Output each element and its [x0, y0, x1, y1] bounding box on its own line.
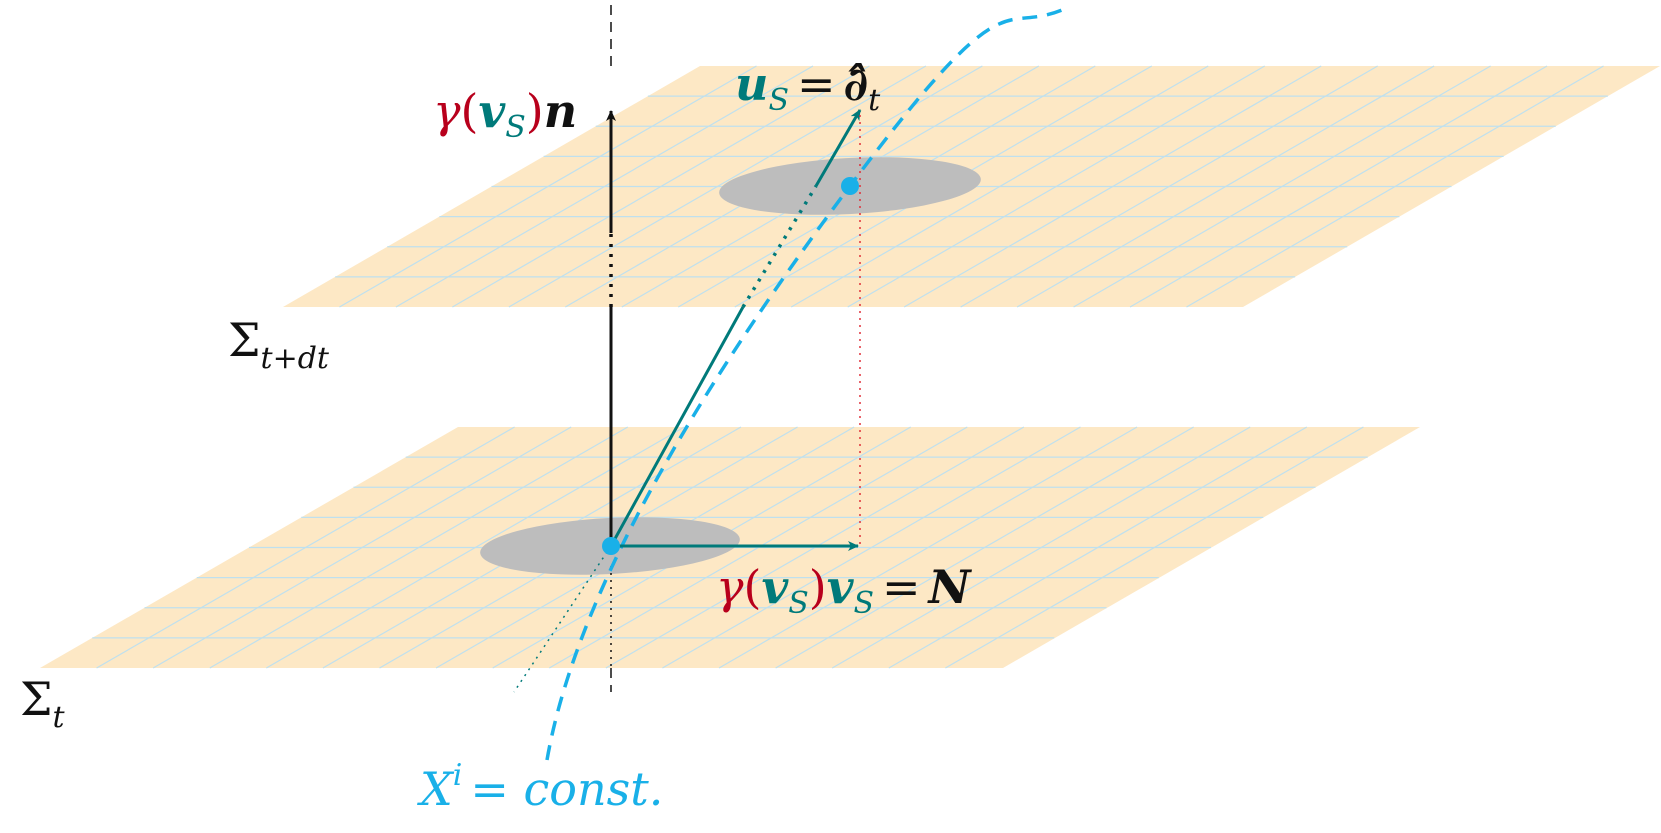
grid-line — [960, 65, 1378, 308]
paren-open: ( — [744, 560, 762, 614]
grid-line — [508, 65, 927, 308]
gamma-symbol: γ — [433, 84, 461, 138]
grid-line — [96, 426, 515, 669]
sigma-symbol: Σ — [20, 672, 53, 726]
s-subscript: S — [788, 586, 809, 621]
label-u-s: uS=∂̂t — [735, 57, 881, 118]
u-s-extension-dotted — [513, 545, 612, 693]
sigma-symbol: Σ — [228, 313, 261, 367]
grid-line — [1129, 65, 1548, 308]
grid-line — [339, 65, 757, 308]
equals-sign: = — [797, 57, 836, 111]
label-gamma-v-n: γ(vS)vS=N — [716, 560, 973, 621]
equals-sign: = — [882, 560, 921, 614]
u-s-vector-arrow — [814, 109, 862, 187]
x-symbol: X — [417, 762, 455, 816]
v-symbol: v — [761, 560, 789, 614]
grid-line — [775, 426, 1194, 669]
v-symbol: v — [827, 560, 855, 614]
u-symbol: u — [735, 57, 768, 111]
worldline-cyan-dashed — [545, 8, 1063, 761]
grid-line — [718, 426, 1138, 669]
n-symbol: n — [544, 84, 577, 138]
s-subscript: S — [505, 110, 526, 145]
grid-line — [452, 65, 870, 308]
partial-hat-symbol: ∂̂ — [844, 57, 869, 111]
label-sigma-t-dt: Σt+dt — [228, 313, 330, 376]
u-s-vector-lower — [609, 306, 745, 547]
label-sigma-t: Σt — [20, 672, 66, 735]
grid-line — [903, 65, 1322, 308]
gamma-symbol: γ — [716, 560, 744, 614]
grid-line — [1016, 65, 1435, 308]
grid-line — [152, 426, 572, 669]
grid-line — [1186, 65, 1604, 308]
grid-line — [395, 65, 814, 308]
paren-open: ( — [461, 84, 479, 138]
v-symbol: v — [478, 84, 506, 138]
N-symbol: N — [927, 560, 973, 614]
x-superscript: i — [453, 758, 463, 793]
label-gamma-n: γ(vS)n — [433, 84, 577, 145]
grid-line — [945, 426, 1364, 669]
grid-line — [831, 426, 1251, 669]
sigma-upper-subscript: t+dt — [261, 341, 330, 376]
paren-close: ) — [809, 560, 827, 614]
label-worldline: Xi= const. — [417, 758, 663, 816]
upper-point — [841, 177, 859, 195]
grid-line — [209, 426, 629, 669]
grid-line — [888, 426, 1308, 669]
const-text: = const. — [470, 762, 663, 816]
grid-line — [662, 426, 1081, 669]
u-s-vector-dotted — [741, 185, 818, 308]
u-s-subscript: S — [768, 83, 789, 118]
partial-subscript: t — [868, 83, 881, 118]
grid-line — [1073, 65, 1491, 308]
grid-line — [266, 426, 685, 669]
sigma-lower-subscript: t — [53, 700, 66, 735]
s-subscript: S — [853, 586, 874, 621]
paren-close: ) — [526, 84, 544, 138]
grid-line — [847, 65, 1266, 308]
grid-line — [790, 65, 1209, 308]
lower-point — [602, 537, 620, 555]
